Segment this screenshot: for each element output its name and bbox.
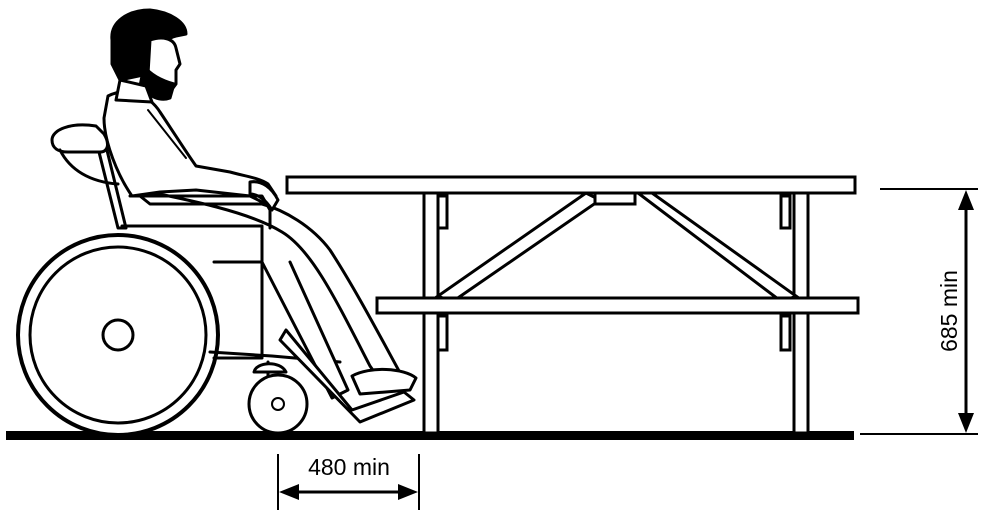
picnic-table — [285, 175, 860, 435]
table-right-leg-plate-lower — [779, 314, 792, 352]
clearance-dim-arrow-right — [398, 484, 418, 500]
wheelchair-armrest — [50, 123, 109, 154]
caster-wheel — [247, 360, 309, 435]
table-left-leg-plate-lower — [436, 314, 449, 352]
clearance-dim-arrow-left — [279, 484, 299, 500]
bench-board — [375, 296, 860, 315]
table-right-brace — [633, 191, 800, 304]
height-dim-arrow-bottom — [958, 413, 974, 433]
rear-wheel — [16, 233, 220, 437]
table-right-leg-plate-upper — [779, 194, 792, 230]
height-dim-arrow-top — [958, 190, 974, 210]
ground-line — [6, 431, 854, 440]
person-torso — [102, 90, 278, 206]
wheelchair-user — [16, 8, 418, 437]
height-dimension-label: 685 min — [936, 270, 962, 352]
table-center-bracket — [593, 191, 637, 206]
table-left-brace — [434, 191, 603, 304]
person-shoe — [350, 367, 418, 396]
table-top — [285, 175, 857, 195]
clearance-dimension — [277, 454, 420, 510]
clearance-dimension-label: 480 min — [308, 454, 390, 480]
table-left-leg-plate-upper — [436, 194, 449, 230]
person-neck — [114, 78, 154, 104]
wheelchair-footrest — [278, 328, 416, 424]
wheelchair-frame — [120, 224, 264, 360]
height-dimension — [860, 188, 978, 435]
wheelchair-side-tube — [128, 194, 272, 230]
